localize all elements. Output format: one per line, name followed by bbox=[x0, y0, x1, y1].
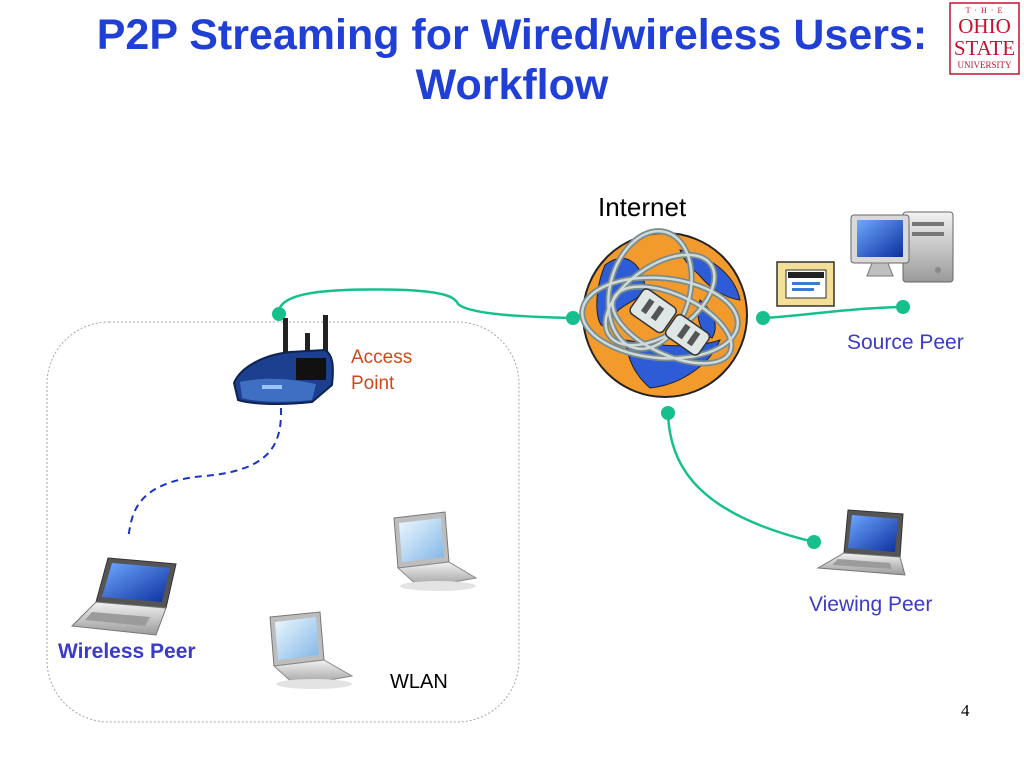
slide-title: P2P Streaming for Wired/wireless Users: … bbox=[0, 10, 1024, 110]
link-access-point-to-internet bbox=[277, 288, 574, 320]
internet-label: Internet bbox=[598, 192, 687, 222]
viewing-laptop-icon bbox=[816, 509, 906, 576]
desktop-computer-icon bbox=[850, 211, 954, 283]
wlan-label: WLAN bbox=[390, 671, 448, 693]
access-point-label: Access Point bbox=[351, 345, 412, 397]
page-number: 4 bbox=[961, 701, 970, 720]
ohio-state-logo: T · H · E OHIO STATE UNIVERSITY bbox=[949, 2, 1020, 75]
logo-state-text: STATE bbox=[954, 36, 1015, 60]
slide-title-line-2: Workflow bbox=[415, 61, 609, 109]
access-point-label-line-2: Point bbox=[351, 373, 395, 394]
video-file-icon bbox=[776, 261, 835, 307]
wireless-link bbox=[127, 407, 283, 539]
laptop-icon bbox=[393, 511, 478, 591]
logo-ohio-text: OHIO bbox=[958, 14, 1011, 38]
source-peer-label: Source Peer bbox=[847, 331, 964, 354]
access-point-router-icon bbox=[232, 315, 334, 406]
wireless-peer-label: Wireless Peer bbox=[58, 640, 196, 663]
slide-title-line-1: P2P Streaming for Wired/wireless Users: bbox=[96, 11, 928, 59]
wireless-laptop-icon bbox=[70, 557, 177, 636]
link-endpoints bbox=[272, 300, 910, 549]
viewing-peer-label: Viewing Peer bbox=[809, 593, 933, 616]
link-internet-to-viewing-peer bbox=[666, 412, 815, 544]
internet-globe-icon bbox=[579, 228, 748, 398]
link-internet-to-source-peer bbox=[762, 305, 904, 320]
logo-university-text: UNIVERSITY bbox=[958, 60, 1012, 70]
laptop-icon bbox=[269, 611, 354, 689]
logo-the-text: T · H · E bbox=[966, 6, 1004, 15]
access-point-label-line-1: Access bbox=[351, 347, 413, 368]
